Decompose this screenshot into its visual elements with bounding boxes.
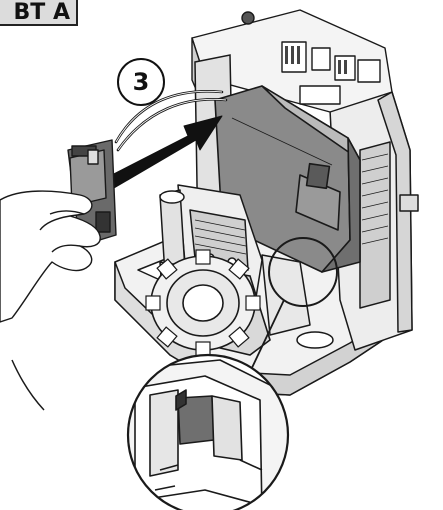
detail-magnifier <box>126 353 290 510</box>
cable-curve <box>11 359 45 411</box>
zoom-leader-line <box>249 299 285 373</box>
right-arrow-icon <box>105 115 223 189</box>
receiver-card <box>67 139 117 247</box>
pinion-gear <box>145 249 271 357</box>
section-label: BT A <box>0 0 78 26</box>
zoom-reference-circle <box>268 237 338 307</box>
step-number-badge: 3 <box>117 58 165 106</box>
hand-icon <box>0 190 101 323</box>
